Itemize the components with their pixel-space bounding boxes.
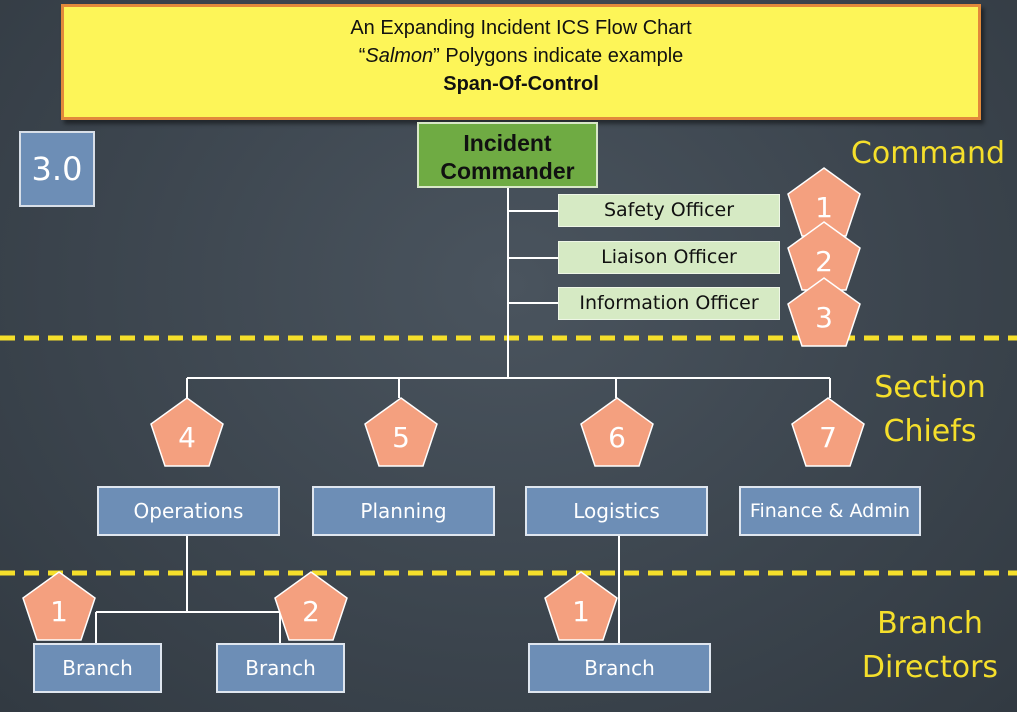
badge-branch-3: 1 xyxy=(544,571,618,641)
level-label-command: Command xyxy=(850,136,1006,171)
version-box: 3.0 xyxy=(19,131,95,207)
badge-number: 4 xyxy=(178,421,196,454)
badge-operations: 4 xyxy=(150,397,224,467)
span-of-control-badges: 1 2 3 4 5 6 7 1 xyxy=(22,167,865,641)
badge-number: 1 xyxy=(50,595,68,628)
logistics-box: Logistics xyxy=(525,486,708,536)
badge-branch-2: 2 xyxy=(274,571,348,641)
salmon-word: Salmon xyxy=(365,45,434,67)
level-label-branch-1: Branch xyxy=(877,606,983,641)
badge-number: 1 xyxy=(572,595,590,628)
title-line-1: An Expanding Incident ICS Flow Chart xyxy=(350,17,692,39)
title-line-2: “Salmon” Polygons indicate example xyxy=(64,42,978,70)
branch-box-1: Branch xyxy=(33,643,162,693)
branch-box-3: Branch xyxy=(528,643,711,693)
badge-liaison-officer: 2 xyxy=(787,221,861,291)
open-quote: “ xyxy=(358,45,366,67)
badge-number: 7 xyxy=(819,421,837,454)
branch-box-2: Branch xyxy=(216,643,345,693)
badge-number: 2 xyxy=(302,595,320,628)
badge-number: 5 xyxy=(392,421,410,454)
safety-officer-box: Safety Officer xyxy=(558,194,780,227)
title-line-3: Span-Of-Control xyxy=(443,73,599,95)
connector-lines xyxy=(95,188,831,643)
level-label-section-1: Section xyxy=(874,370,986,405)
liaison-officer-box: Liaison Officer xyxy=(558,241,780,274)
planning-box: Planning xyxy=(312,486,495,536)
operations-box: Operations xyxy=(97,486,280,536)
badge-number: 3 xyxy=(815,301,833,334)
badge-number: 2 xyxy=(815,245,833,278)
incident-commander-line-1: Incident xyxy=(463,130,552,156)
finance-admin-box: Finance & Admin xyxy=(739,486,921,536)
badge-planning: 5 xyxy=(364,397,438,467)
level-label-branch-2: Directors xyxy=(861,650,999,685)
level-label-section-2: Chiefs xyxy=(883,414,977,449)
badge-logistics: 6 xyxy=(580,397,654,467)
badge-number: 1 xyxy=(815,191,833,224)
chart-title-box: An Expanding Incident ICS Flow Chart “Sa… xyxy=(61,4,981,120)
incident-commander-box: Incident Commander xyxy=(417,122,598,188)
badge-number: 6 xyxy=(608,421,626,454)
badge-finance-admin: 7 xyxy=(791,397,865,467)
information-officer-box: Information Officer xyxy=(558,287,780,320)
incident-commander-line-2: Commander xyxy=(440,158,575,184)
badge-branch-1: 1 xyxy=(22,571,96,641)
badge-information-officer: 3 xyxy=(787,277,861,347)
title-line-2-rest: ” Polygons indicate example xyxy=(433,45,684,67)
